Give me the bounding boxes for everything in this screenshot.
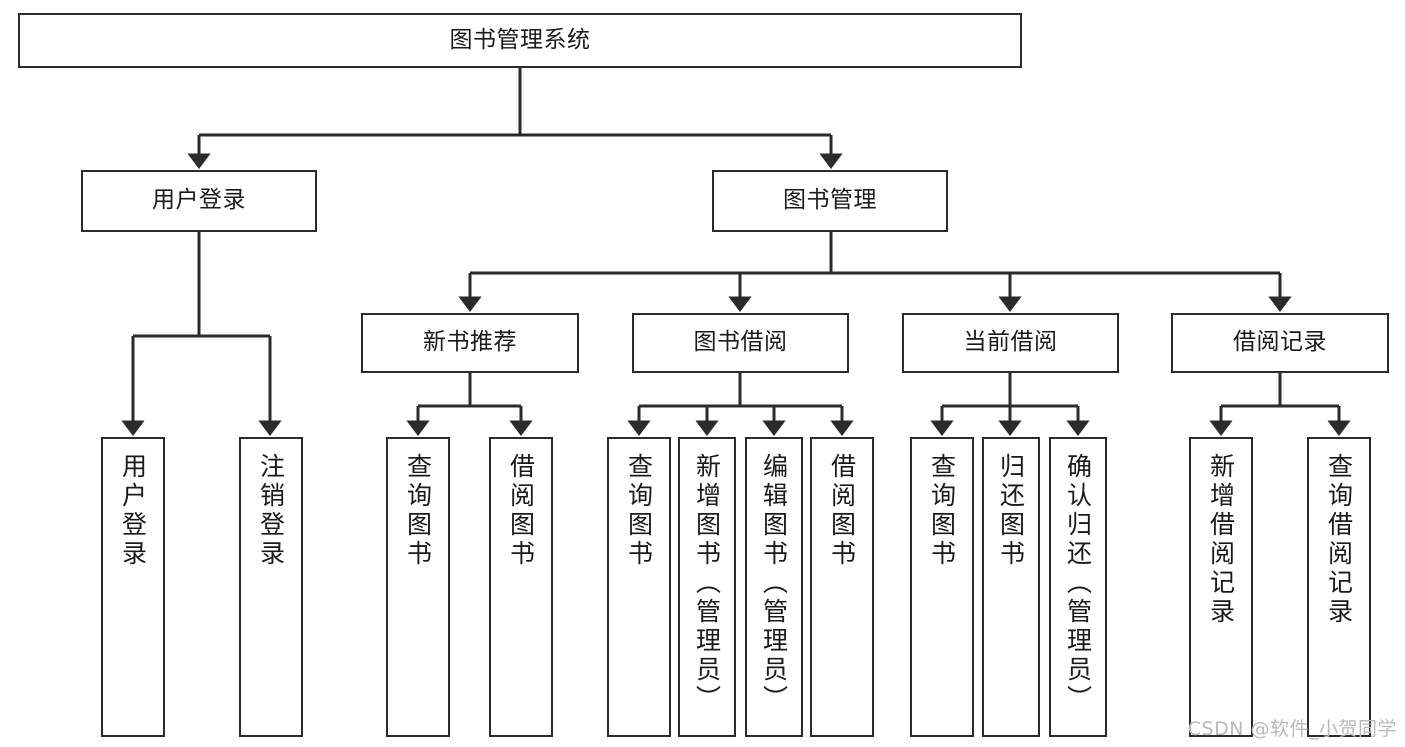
connector-borrowrecord-to-leaves (1209, 373, 1351, 436)
node-user-login[interactable]: 用户登录 (81, 170, 317, 232)
leaf-borrow-books-recommend[interactable]: 借阅图书 (489, 437, 553, 737)
leaf-borrow-books[interactable]: 借阅图书 (810, 437, 874, 737)
node-label: 查询图书 (403, 453, 433, 569)
connector-currentborrow-to-leaves (930, 373, 1090, 436)
leaf-logout[interactable]: 注销登录 (239, 437, 303, 737)
node-label: 新书推荐 (423, 329, 517, 356)
node-label: 新增借阅记录 (1206, 453, 1236, 627)
node-book-borrowing[interactable]: 图书借阅 (632, 313, 849, 373)
node-label: 图书借阅 (693, 329, 788, 356)
node-current-borrowing[interactable]: 当前借阅 (902, 313, 1119, 373)
leaf-return-books[interactable]: 归还图书 (982, 437, 1040, 737)
node-label: 查询借阅记录 (1324, 453, 1354, 627)
leaf-add-borrow-record[interactable]: 新增借阅记录 (1189, 437, 1253, 737)
leaf-add-book-admin[interactable]: 新增图书（管理员） (678, 437, 736, 737)
node-label: 归还图书 (996, 453, 1026, 569)
node-label: 借阅记录 (1233, 329, 1327, 356)
node-book-management[interactable]: 图书管理 (712, 170, 948, 232)
node-label: 借阅图书 (506, 453, 536, 569)
connector-newbook-to-leaves (406, 373, 533, 436)
leaf-query-borrow-record[interactable]: 查询借阅记录 (1307, 437, 1371, 737)
leaf-user-login[interactable]: 用户登录 (101, 437, 165, 737)
node-label: 新增图书（管理员） (692, 453, 722, 714)
leaf-query-books-current[interactable]: 查询图书 (910, 437, 974, 737)
node-borrow-records[interactable]: 借阅记录 (1171, 313, 1389, 373)
node-label: 用户登录 (118, 453, 148, 569)
node-label: 当前借阅 (963, 329, 1058, 356)
node-label: 编辑图书（管理员） (759, 453, 789, 714)
leaf-query-books-borrow[interactable]: 查询图书 (607, 437, 671, 737)
node-label: 借阅图书 (827, 453, 857, 569)
node-label: 查询图书 (927, 453, 957, 569)
connector-userlogin-to-leaves (121, 232, 282, 436)
connector-root-to-level2 (187, 68, 843, 169)
leaf-edit-book-admin[interactable]: 编辑图书（管理员） (745, 437, 803, 737)
node-label: 确认归还（管理员） (1063, 453, 1093, 714)
leaf-query-books-recommend[interactable]: 查询图书 (386, 437, 450, 737)
node-label: 图书管理 (783, 187, 877, 214)
node-label: 图书管理系统 (449, 26, 591, 53)
leaf-confirm-return-admin[interactable]: 确认归还（管理员） (1049, 437, 1107, 737)
node-label: 查询图书 (624, 453, 654, 569)
connector-bookborrow-to-leaves (627, 373, 854, 436)
connector-booksmgmt-to-level3 (458, 232, 1292, 312)
node-root-book-management-system[interactable]: 图书管理系统 (18, 13, 1022, 68)
node-new-book-recommendation[interactable]: 新书推荐 (361, 313, 579, 373)
node-label: 用户登录 (152, 187, 246, 214)
node-label: 注销登录 (256, 453, 286, 569)
